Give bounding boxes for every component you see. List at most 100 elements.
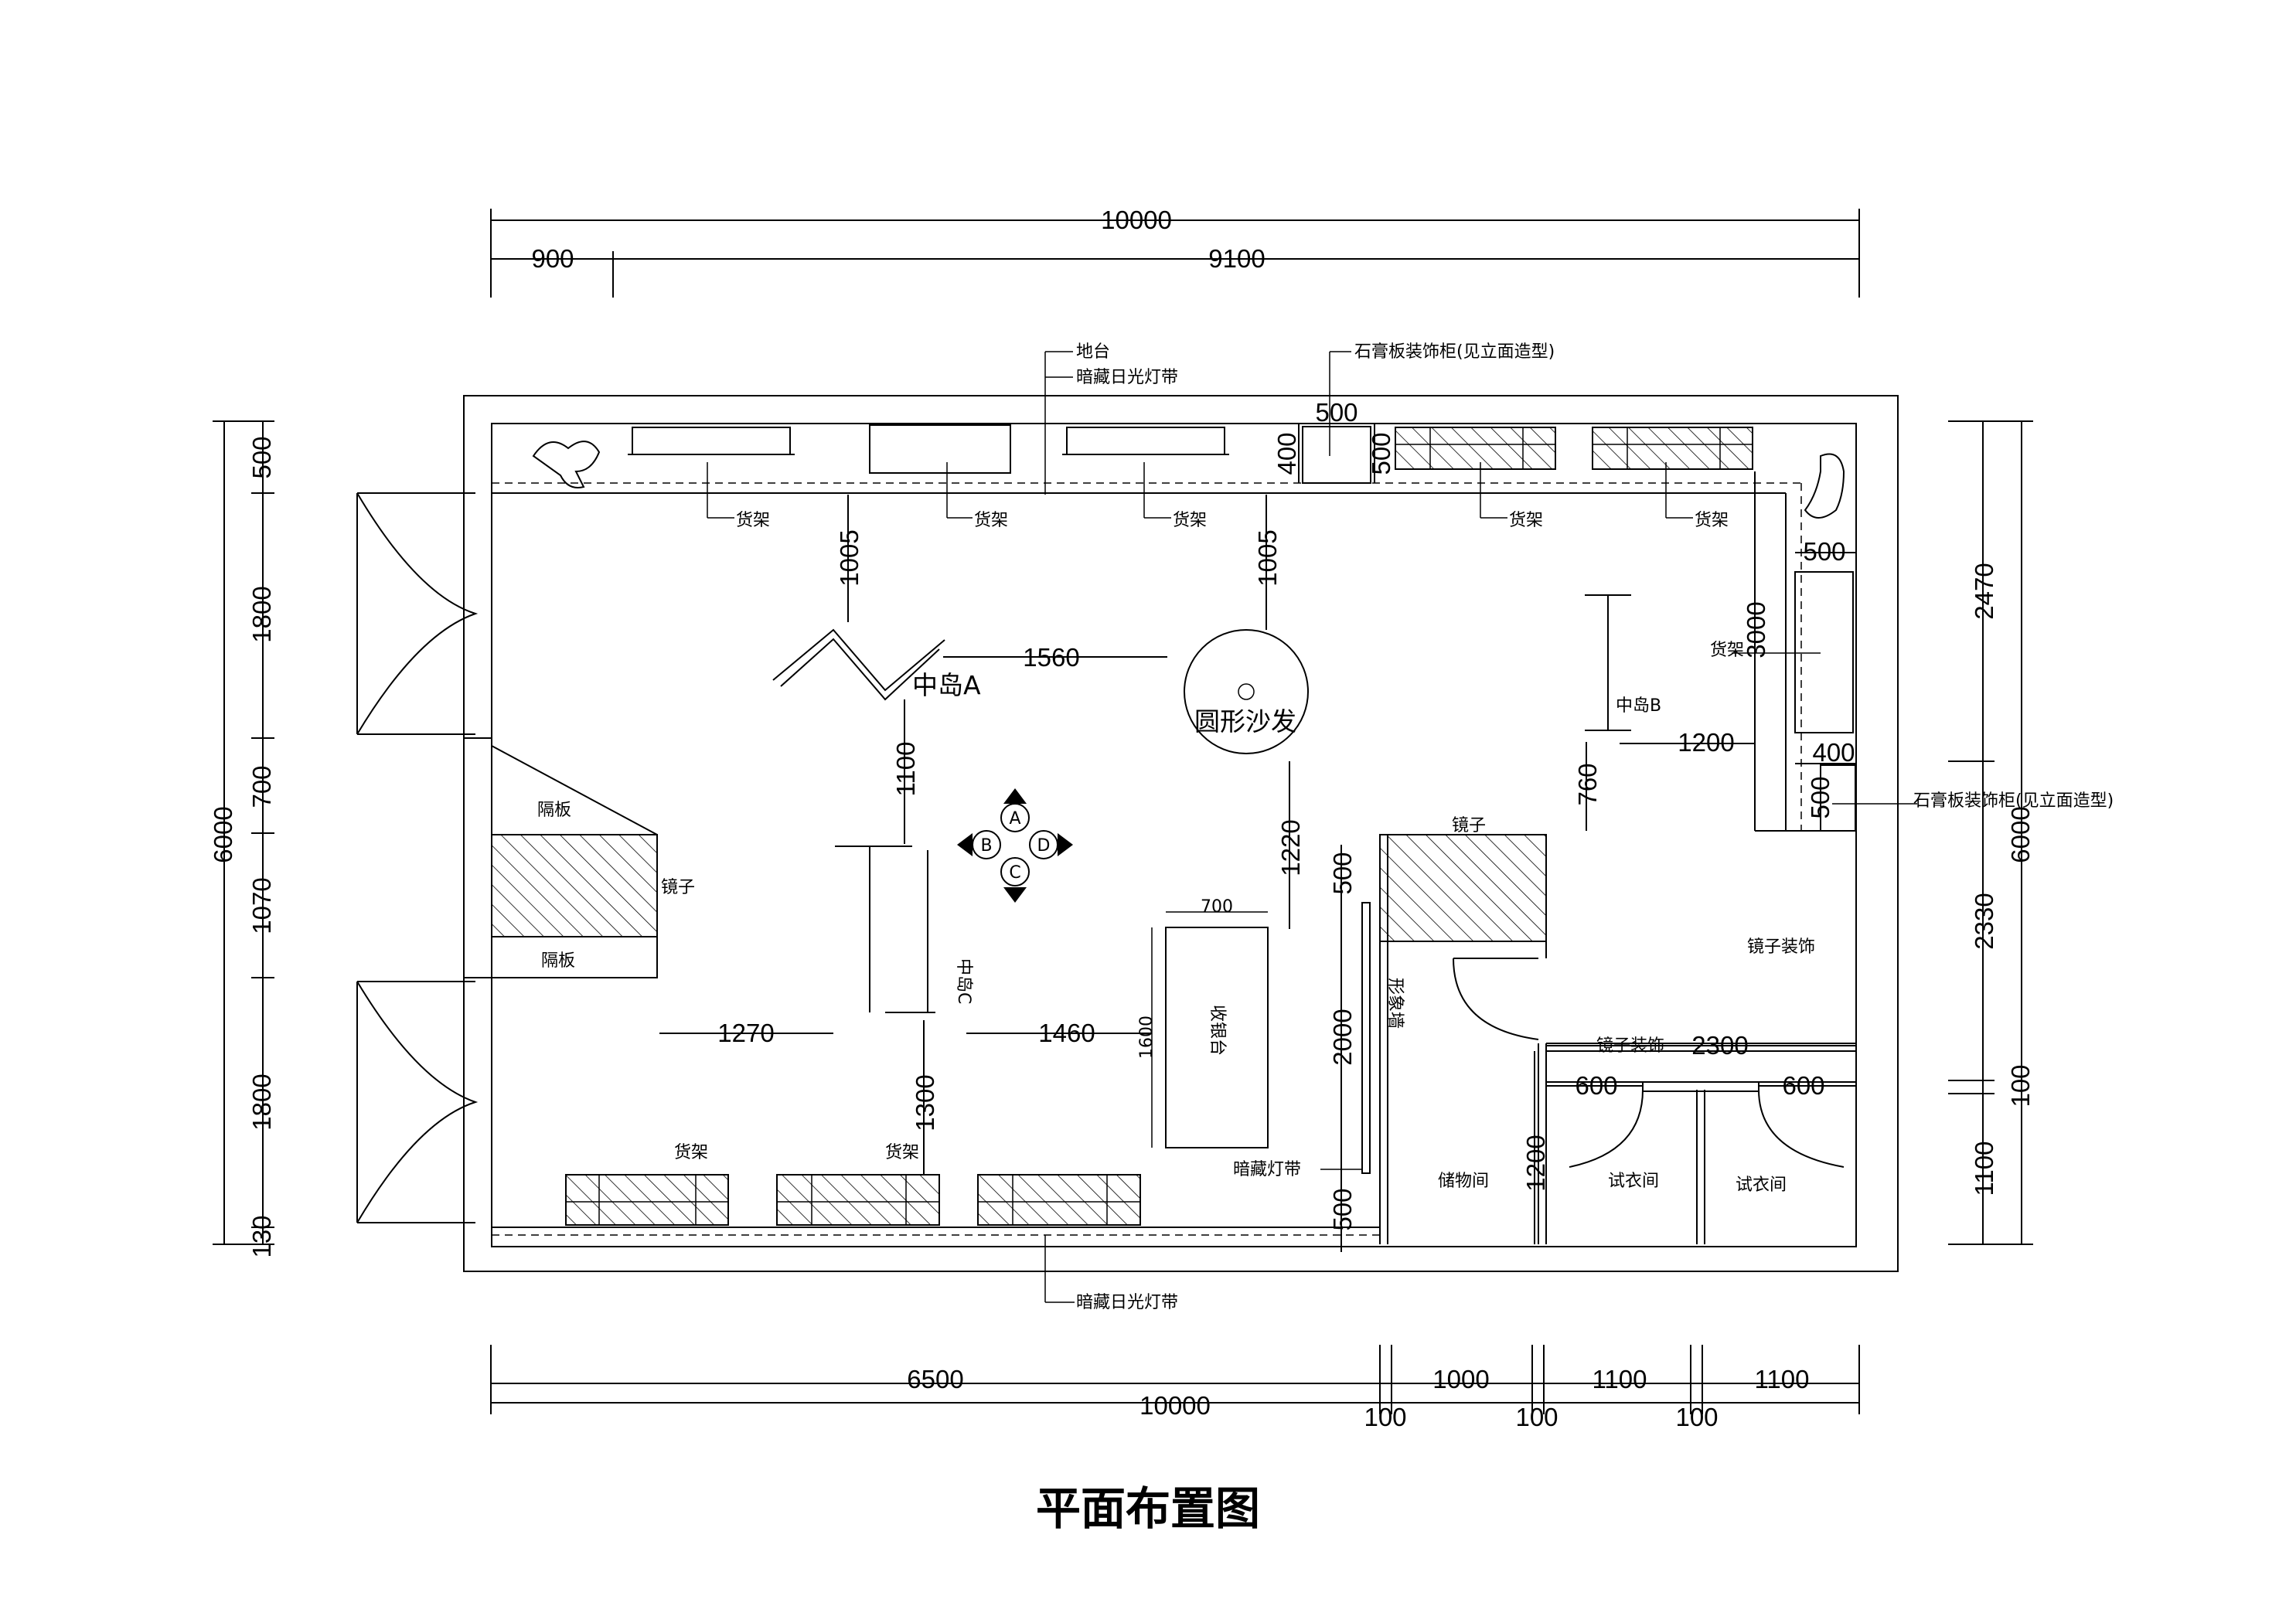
label-hidden-light: 暗藏灯带 [1233,1160,1301,1179]
image-wall [1361,834,1547,1244]
rear-rooms [1453,958,1856,1244]
dim-right-total: 6000 [2006,806,2035,863]
dim-left-f: 130 [247,1215,276,1257]
dim-right-d: 1100 [1970,1142,1998,1196]
dim-top-display-w: 500 [1315,398,1358,427]
dim-gap-1460: 1460 [1038,1019,1095,1047]
island-c [835,846,935,1013]
dim-left-a: 500 [247,436,276,478]
label-mirror-deco-fitting: 镜子装饰 [1596,1036,1664,1056]
dim-gap-1270: 1270 [717,1019,774,1047]
label-image-wall: 形象墙 [1385,978,1405,1029]
label-round-sofa: 圆形沙发 [1194,706,1296,737]
dim-fitting-door-b: 600 [1782,1071,1824,1100]
entrance-doors[interactable] [356,492,492,1227]
display-table-abcd [957,788,1073,903]
label-marker-c: C [1009,863,1020,883]
dim-right-display-w: 500 [1803,537,1845,566]
label-light-strip-top: 暗藏日光灯带 [1076,368,1178,387]
dim-left-e: 1800 [247,1073,276,1130]
dim-bottom-gap2: 100 [1515,1403,1558,1431]
round-sofa [1184,629,1309,754]
dim-top-left: 900 [531,244,574,273]
dim-right-display-h1: 400 [1812,738,1855,767]
left-partition [491,744,658,978]
label-platform: 地台 [1076,342,1110,362]
bottom-shelves [565,1174,1141,1226]
dim-right-display-h2: 500 [1806,776,1834,818]
dim-mirror-h1: 500 [1328,852,1357,894]
dim-bottom-gap1: 100 [1364,1403,1406,1431]
dim-gap-1560: 1560 [1023,643,1079,672]
label-marker-d: D [1037,836,1051,856]
dim-cashier-w: 700 [1201,897,1233,917]
dim-gap-1005b: 1005 [1253,529,1282,586]
label-shelf-right: 货架 [1710,641,1744,660]
dim-gap-1005a: 1005 [835,529,864,586]
right-shelf [1755,571,1856,832]
label-shelf-b2: 货架 [885,1143,919,1162]
dimension-lines [213,209,2033,1414]
dim-right-b: 2330 [1970,893,1998,949]
dim-top-display-h1: 400 [1272,432,1301,475]
dim-left-d: 1070 [247,877,276,934]
walls [463,395,1899,1272]
label-light-strip-bottom: 暗藏日光灯带 [1076,1293,1178,1312]
label-island-b: 中岛B [1616,696,1661,716]
label-shelf-3: 货架 [1173,511,1207,530]
dim-bottom-total: 10000 [1139,1391,1211,1420]
label-mirror-center: 镜子 [1452,816,1486,835]
cashier-desk [1151,911,1269,1148]
dim-left-c: 700 [247,765,276,808]
label-shelf-2: 货架 [974,511,1008,530]
island-b [1585,594,1631,731]
dim-fitting-door-a: 600 [1575,1071,1617,1100]
label-island-c: 中岛C [954,958,973,1004]
dim-left-b: 1800 [247,586,276,642]
label-fitting-1: 试衣间 [1608,1172,1659,1191]
label-mirror-left: 镜子 [661,878,695,897]
page-title: 平面布置图 [1036,1482,1260,1535]
label-mirror-deco-right: 镜子装饰 [1747,937,1815,957]
label-fitting-2: 试衣间 [1736,1176,1787,1195]
dim-fitting-w: 2300 [1691,1031,1748,1060]
dim-gap-1100: 1100 [891,742,920,797]
label-display-cabinet-top: 石膏板装饰柜(见立面造型) [1354,342,1555,362]
dim-cashier-h: 1600 [1137,1016,1157,1059]
dim-gap-1300: 1300 [911,1074,939,1131]
labels: 地台 暗藏日光灯带 石膏板装饰柜(见立面造型) 货架 货架 货架 货架 货架 货… [537,342,2114,1312]
dim-gap-1220: 1220 [1276,819,1305,876]
dim-right-c: 100 [2006,1064,2035,1107]
label-island-a: 中岛A [912,670,981,700]
dim-top-right: 9100 [1208,244,1265,273]
island-a [772,628,945,701]
label-display-cabinet-right: 石膏板装饰柜(见立面造型) [1913,791,2114,811]
dim-top-display-h2: 500 [1367,432,1395,475]
label-shelf-4: 货架 [1509,511,1543,530]
dim-gap-760: 760 [1573,763,1602,805]
label-partition-top: 隔板 [537,801,571,820]
dim-bottom-d: 1100 [1755,1365,1810,1393]
dim-bottom-c: 1100 [1593,1365,1647,1393]
label-partition-bottom: 隔板 [541,951,575,971]
dim-top-total: 10000 [1101,206,1172,234]
dimension-text: 10000 900 9100 6500 1000 1100 1100 10000… [209,206,2035,1431]
dim-right-a: 2470 [1970,563,1998,619]
dim-bottom-b: 1000 [1432,1365,1489,1393]
label-shelf-5: 货架 [1695,511,1729,530]
dim-gap-1200: 1200 [1678,728,1734,757]
dim-bottom-left-500: 500 [1328,1188,1357,1230]
top-shelves [532,424,1845,519]
label-marker-a: A [1009,809,1020,829]
label-cashier: 收银台 [1208,1005,1227,1056]
dim-left-total: 6000 [209,806,237,863]
label-marker-b: B [980,836,992,856]
label-storage: 储物间 [1438,1172,1489,1191]
dim-mirror-h2: 2000 [1328,1009,1357,1065]
dim-bottom-gap3: 100 [1675,1403,1718,1431]
label-shelf-b1: 货架 [674,1143,708,1162]
dim-storage-h: 1200 [1521,1135,1550,1191]
dim-right-shelf-h: 3000 [1742,601,1770,658]
label-shelf-1: 货架 [736,511,770,530]
